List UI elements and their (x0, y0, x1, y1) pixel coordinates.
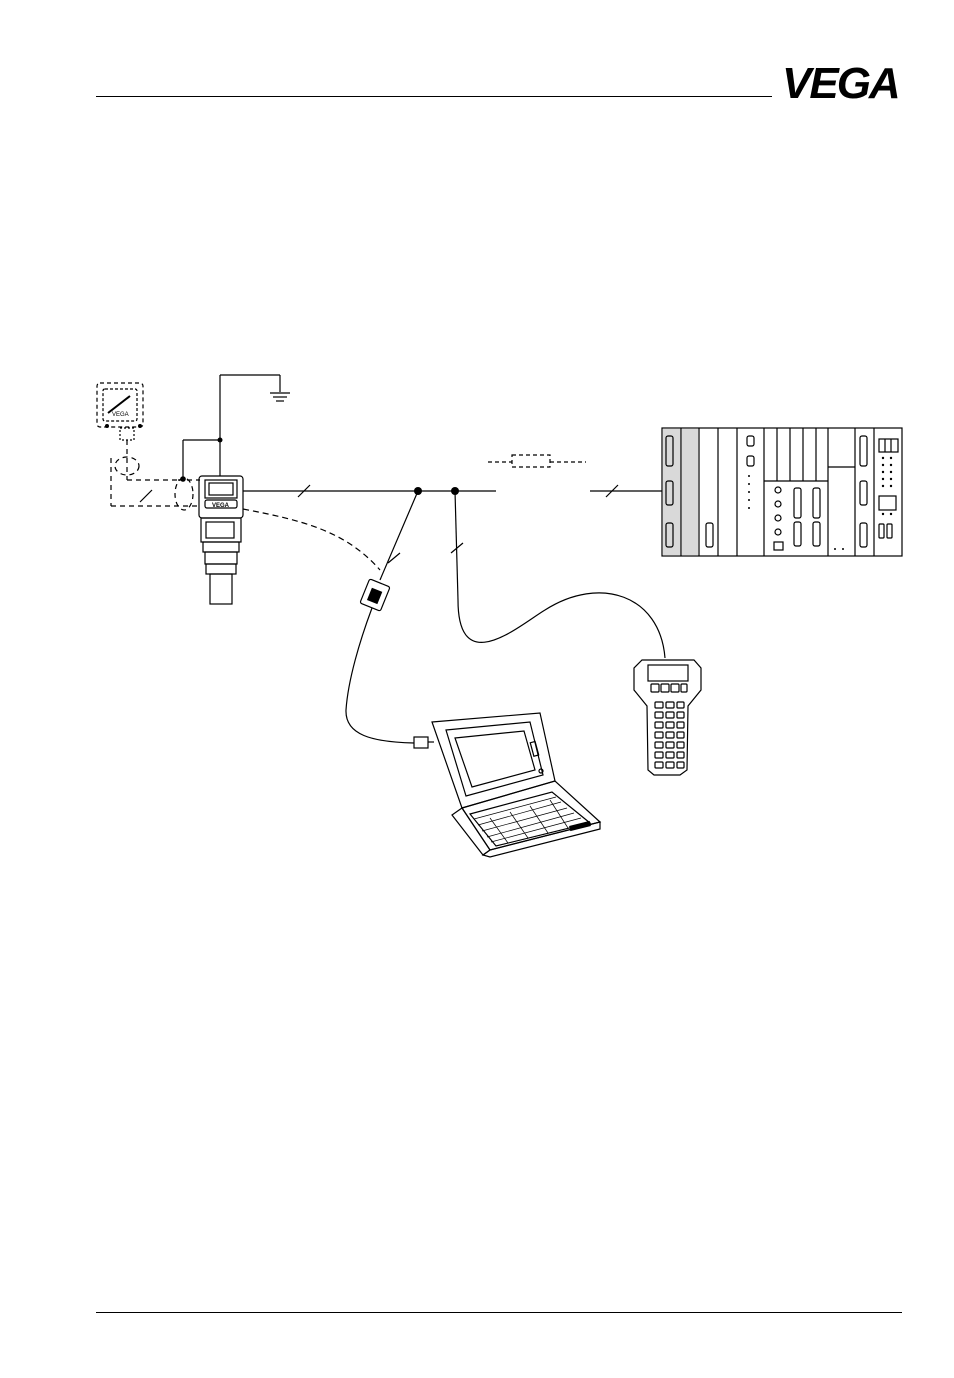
plc-connection (590, 485, 662, 497)
footer-rule (96, 1312, 902, 1313)
resistor-symbol (488, 455, 586, 467)
display-module-label: VEGA (112, 412, 129, 418)
interface-adapter (360, 579, 390, 611)
sensor: VEGA (199, 476, 243, 604)
modem-cable (243, 491, 418, 743)
plc-rack (662, 428, 902, 556)
display-cable-tick (140, 490, 152, 502)
display-module: VEGA (97, 383, 143, 440)
sensor-brand-label: VEGA (212, 503, 230, 509)
signal-line (243, 485, 496, 497)
hart-cable (451, 491, 665, 658)
display-cable (111, 440, 200, 510)
handheld-communicator (634, 660, 701, 775)
ground-connection (180, 375, 290, 482)
laptop-pc (414, 713, 600, 857)
